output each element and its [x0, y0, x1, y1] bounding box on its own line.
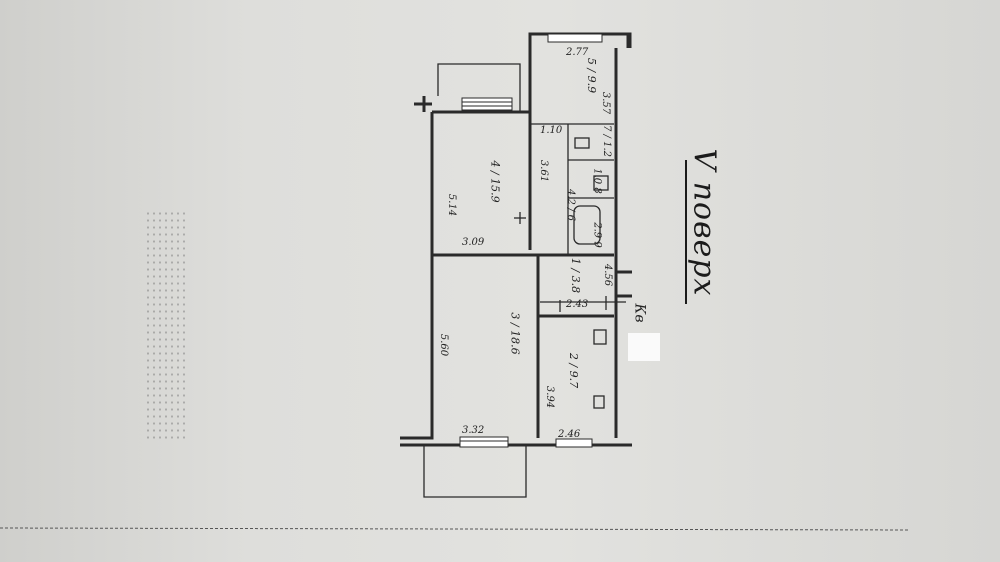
- balcony-bottom: [423, 445, 527, 498]
- dim-5-60: 5.60: [438, 333, 450, 357]
- room-6-label: 4.2 / 6: [565, 188, 577, 222]
- dim-2-46: 2.46: [558, 429, 581, 440]
- window-room5: [547, 33, 603, 43]
- dim-3-61: 3.61: [538, 159, 550, 183]
- room-1-label: 1 / 3.8: [569, 257, 583, 294]
- redacted-area: [628, 333, 660, 361]
- room-4-label: 4 / 15.9: [488, 160, 502, 203]
- dim-3-57: 3.57: [600, 91, 612, 115]
- room-7-label: 7 / 1.2: [601, 124, 613, 158]
- room-5-label: 5 / 9.9: [585, 57, 599, 94]
- dim-2-77: 2.77: [566, 47, 589, 58]
- dim-3-94: 3.94: [544, 385, 556, 409]
- window-room3: [459, 436, 509, 448]
- floor-label: V поверх: [686, 148, 722, 297]
- balcony-top: [437, 63, 521, 112]
- left-wall: [400, 112, 434, 440]
- dim-2-43: 2.43: [566, 299, 589, 310]
- dim-3-09: 3.09: [462, 237, 485, 248]
- entrance-label: Кв: [631, 303, 648, 323]
- room-9-label: 2.9 9: [591, 222, 603, 248]
- dim-4-56: 4.56: [602, 263, 614, 287]
- scanner-noise: [145, 210, 185, 440]
- room-8-label: 1.0 8: [591, 168, 603, 194]
- window-top: [461, 97, 513, 111]
- window-room2: [555, 438, 593, 448]
- dim-3-32: 3.32: [462, 425, 485, 436]
- room-3-label: 3 / 18.6: [508, 312, 522, 355]
- room-2-label: 2 / 9.7: [567, 352, 581, 389]
- dim-1-10: 1.10: [540, 125, 563, 136]
- dim-5-14: 5.14: [446, 193, 458, 217]
